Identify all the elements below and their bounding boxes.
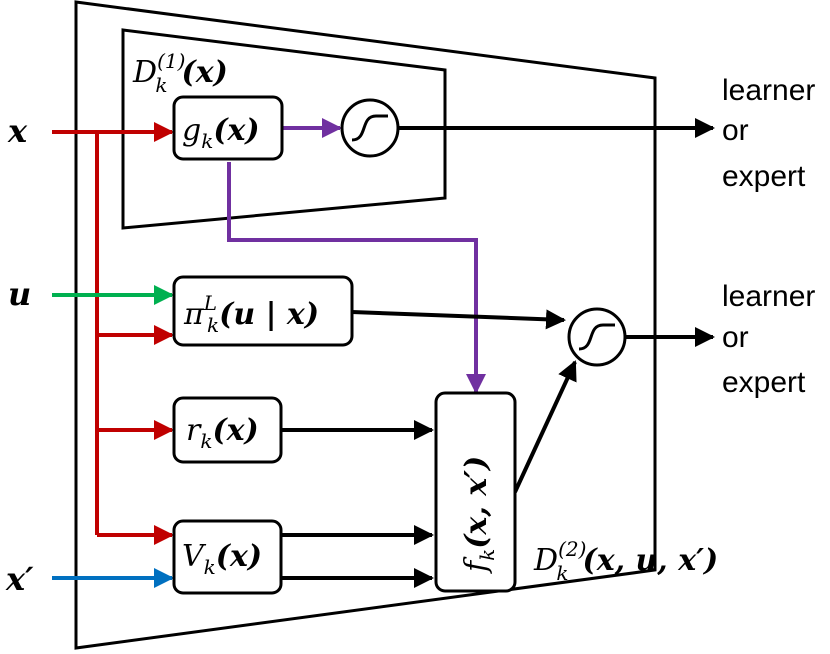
- output-label-bottom: learner or expert: [722, 280, 815, 399]
- svg-text:or: or: [722, 114, 749, 147]
- discriminator-1-frame: [121, 28, 447, 230]
- svg-text:gk(x): gk(x): [182, 113, 260, 153]
- svg-text:Vk(x): Vk(x): [182, 539, 262, 579]
- g-block: gk(x): [172, 95, 284, 161]
- sigmoid-icon: [340, 98, 400, 158]
- sigmoid-icon: [567, 307, 627, 367]
- x-prime-input-label: x′: [5, 560, 34, 598]
- discriminator-2-label: D(2)k(x, u, x′): [533, 537, 718, 585]
- svg-text:expert: expert: [722, 366, 806, 399]
- svg-text:or: or: [722, 321, 749, 354]
- u-input-label: u: [8, 275, 31, 313]
- svg-text:πLk(u | x): πLk(u | x): [183, 291, 319, 337]
- output-label-top: learner or expert: [722, 74, 815, 193]
- svg-text:learner: learner: [722, 74, 815, 107]
- svg-text:learner: learner: [722, 280, 815, 313]
- x-input-bus: [52, 122, 174, 545]
- internal-connections: [281, 118, 715, 588]
- svg-text:expert: expert: [722, 160, 806, 193]
- discriminator-2-frame: [74, 0, 657, 650]
- x-input-label: x: [7, 112, 28, 150]
- f-block: fk(x, x′): [434, 391, 517, 593]
- svg-text:rk(x): rk(x): [186, 413, 259, 453]
- r-block: rk(x): [172, 396, 283, 464]
- v-block: Vk(x): [172, 519, 283, 595]
- discriminator-1-label: D(1)k(x): [132, 49, 228, 97]
